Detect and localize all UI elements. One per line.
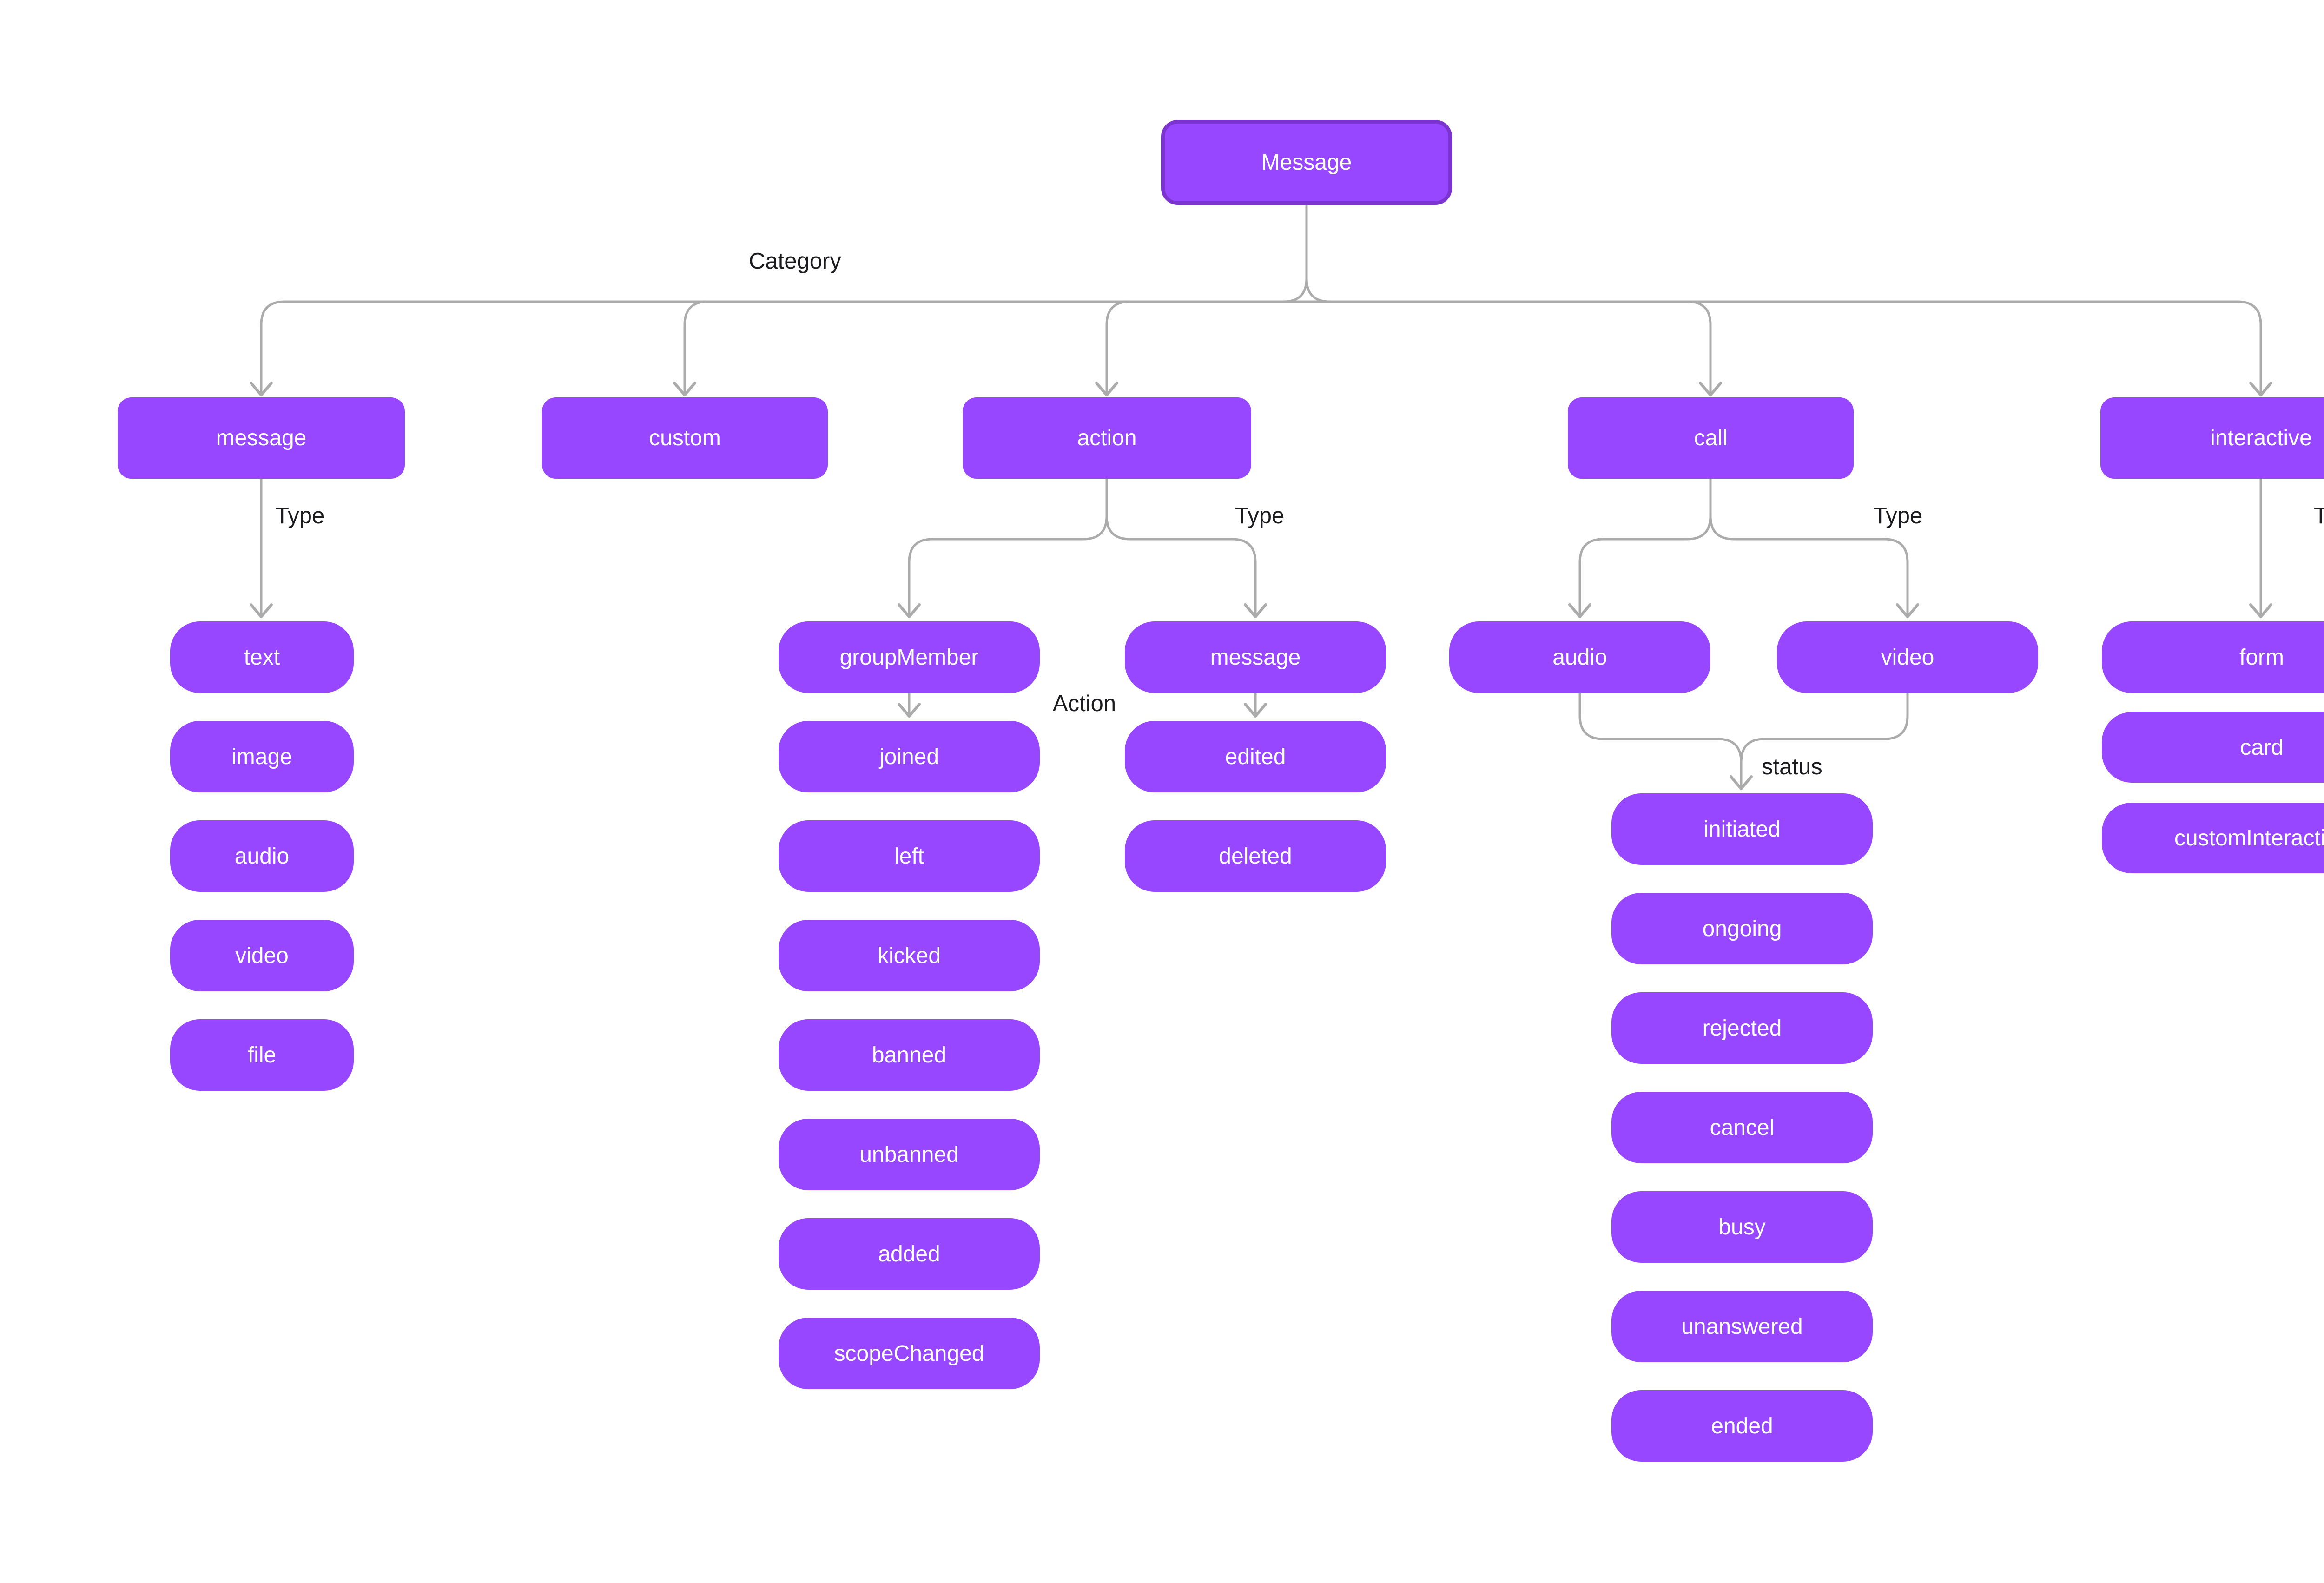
edge-label-type-call: Type [1873, 503, 1923, 528]
edge-label-status: status [1762, 754, 1822, 779]
node-type-video[interactable]: video [170, 920, 354, 991]
arrowhead-category-interactive [2249, 382, 2272, 396]
node-category-interactive[interactable]: interactive [2100, 397, 2324, 479]
connector-call-to-video [1709, 477, 1909, 615]
node-action-left[interactable]: left [779, 820, 1040, 892]
connector-action-to-groupmember [908, 477, 1108, 615]
node-action-scope-changed[interactable]: scopeChanged [779, 1318, 1040, 1389]
node-action-unbanned[interactable]: unbanned [779, 1119, 1040, 1190]
node-action-edited[interactable]: edited [1125, 721, 1386, 792]
connector-audio-merge [1578, 692, 1743, 787]
node-status-busy[interactable]: busy [1611, 1191, 1873, 1263]
edge-label-type-interactive: Type [2314, 503, 2324, 528]
node-root-message[interactable]: Message [1161, 120, 1452, 205]
connector-drop-call [1686, 300, 1712, 395]
edge-label-action: Action [1052, 691, 1116, 716]
node-status-rejected[interactable]: rejected [1611, 992, 1873, 1064]
node-action-joined[interactable]: joined [779, 721, 1040, 792]
node-status-initiated[interactable]: initiated [1611, 793, 1873, 865]
node-action-added[interactable]: added [779, 1218, 1040, 1290]
node-type-file[interactable]: file [170, 1019, 354, 1091]
connector-root-stem-left [1282, 203, 1308, 303]
arrowhead-edited [1244, 703, 1267, 718]
node-category-action[interactable]: action [963, 397, 1251, 479]
connector-drop-action [1105, 300, 1131, 395]
node-interactive-form[interactable]: form [2102, 621, 2324, 693]
arrowhead-category-message [250, 382, 273, 396]
connector-video-merge [1740, 692, 1909, 764]
node-category-custom[interactable]: custom [542, 397, 828, 479]
node-branch-group-member[interactable]: groupMember [779, 621, 1040, 693]
node-type-text[interactable]: text [170, 621, 354, 693]
node-status-unanswered[interactable]: unanswered [1611, 1291, 1873, 1362]
node-call-video[interactable]: video [1777, 621, 2038, 693]
node-category-message[interactable]: message [118, 397, 405, 479]
arrowhead-category-custom [673, 382, 696, 396]
node-type-image[interactable]: image [170, 721, 354, 792]
connector-category-bus [260, 300, 2262, 395]
arrowhead-joined [898, 703, 921, 718]
arrowhead-text [250, 603, 273, 618]
node-status-ended[interactable]: ended [1611, 1390, 1873, 1462]
arrowhead-groupmember [898, 603, 921, 618]
connector-drop-custom [683, 300, 709, 395]
arrowhead-category-action [1095, 382, 1118, 396]
arrowhead-initiated [1730, 775, 1753, 790]
node-action-kicked[interactable]: kicked [779, 920, 1040, 991]
edge-label-category: Category [749, 249, 841, 274]
arrowhead-action-message [1244, 603, 1267, 618]
node-type-audio[interactable]: audio [170, 820, 354, 892]
arrowhead-category-call [1699, 382, 1722, 396]
arrowhead-form [2249, 603, 2272, 618]
node-interactive-card[interactable]: card [2102, 712, 2324, 783]
edge-label-type-message: Type [275, 503, 325, 528]
node-category-call[interactable]: call [1568, 397, 1854, 479]
arrowhead-audio [1568, 603, 1591, 618]
connector-action-to-message [1105, 477, 1257, 615]
node-call-audio[interactable]: audio [1449, 621, 1710, 693]
node-action-banned[interactable]: banned [779, 1019, 1040, 1091]
node-interactive-custom-interactive[interactable]: customInteractive [2102, 803, 2324, 873]
node-action-deleted[interactable]: deleted [1125, 820, 1386, 892]
arrowhead-video [1896, 603, 1919, 618]
edge-label-type-action: Type [1235, 503, 1285, 528]
node-status-cancel[interactable]: cancel [1611, 1092, 1873, 1163]
node-status-ongoing[interactable]: ongoing [1611, 893, 1873, 964]
node-branch-action-message[interactable]: message [1125, 621, 1386, 693]
connector-root-stem-right [1305, 203, 1331, 303]
connector-call-to-audio [1578, 477, 1712, 615]
